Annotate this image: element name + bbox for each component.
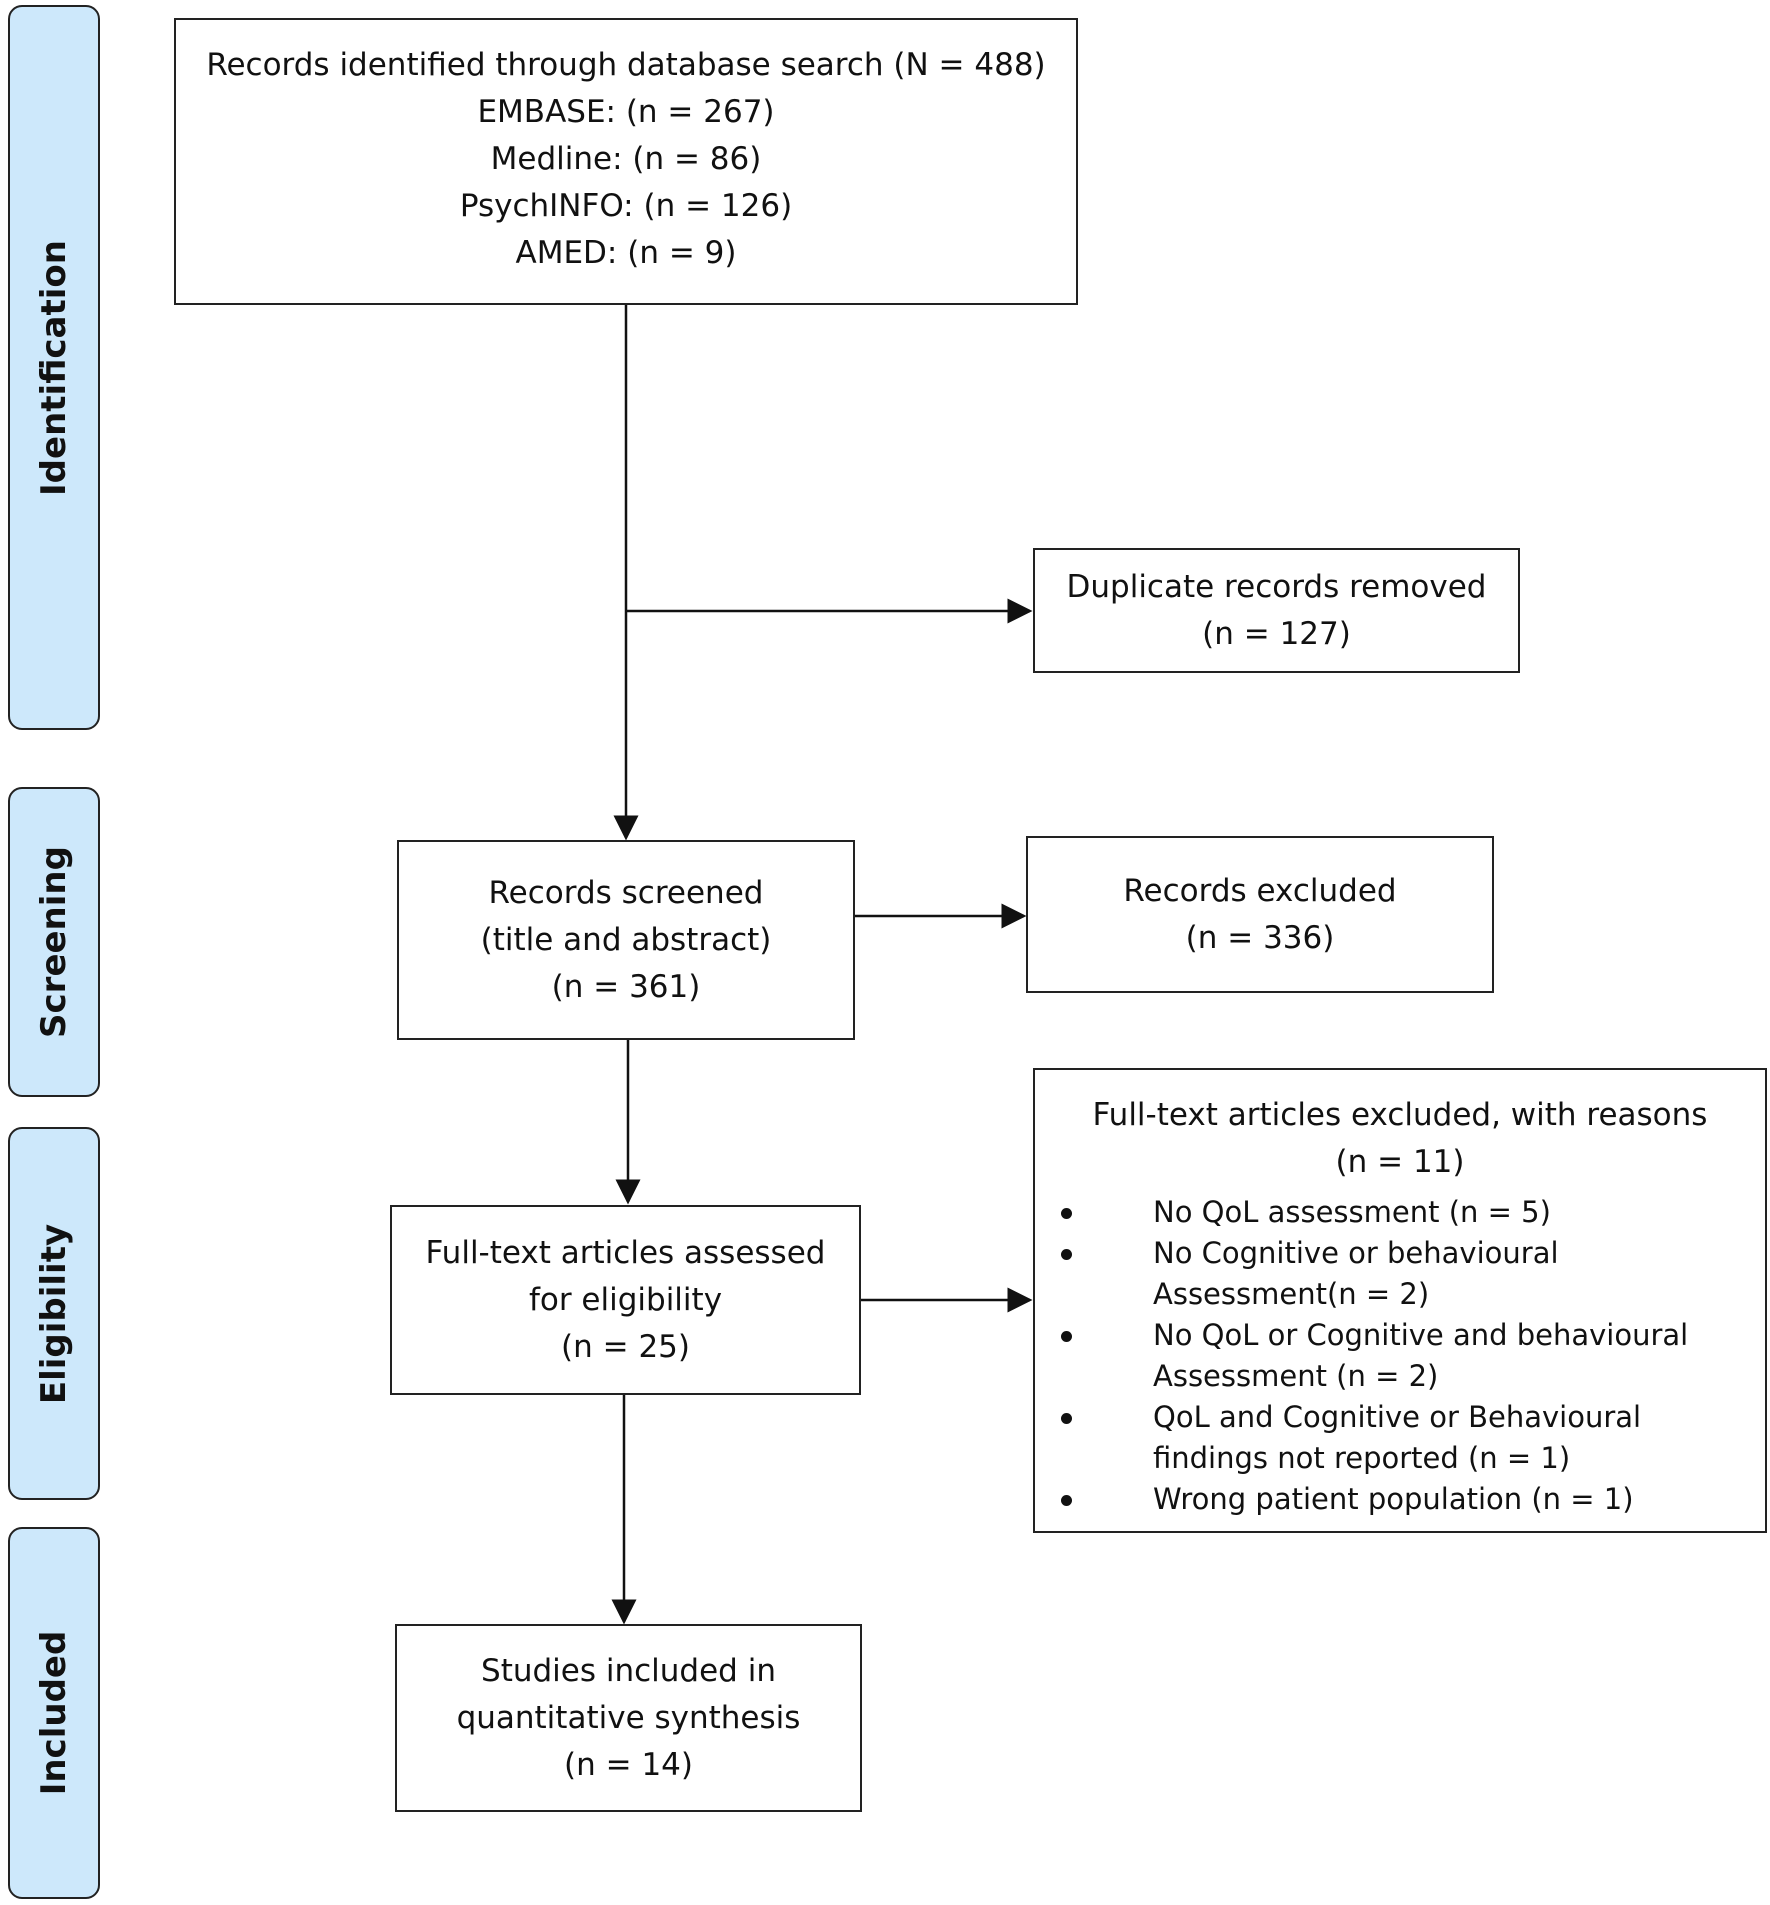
exclusion-reason: No Cognitive or behavioural Assessment(n… bbox=[1035, 1233, 1765, 1315]
duplicates-count: (n = 127) bbox=[1202, 615, 1351, 652]
source-medline: Medline: (n = 86) bbox=[490, 141, 762, 177]
excluded-count: (n = 336) bbox=[1185, 919, 1335, 956]
stage-identification: Identification bbox=[8, 5, 100, 730]
records-identified-box: Records identified through database sear… bbox=[174, 18, 1078, 305]
stage-included: Included bbox=[8, 1527, 100, 1899]
exclusion-reason-text: Wrong patient population (n = 1) bbox=[1153, 1482, 1634, 1516]
exclusion-reasons-list: No QoL assessment (n = 5) No Cognitive o… bbox=[1035, 1192, 1765, 1520]
source-embase: EMBASE: (n = 267) bbox=[477, 94, 775, 130]
exclusion-reason-text: No Cognitive or behavioural Assessment(n… bbox=[1153, 1236, 1559, 1311]
records-excluded-box: Records excluded (n = 336) bbox=[1026, 836, 1494, 993]
fulltext-label: Full-text articles assessed bbox=[425, 1234, 826, 1271]
fulltext-assessed-box: Full-text articles assessed for eligibil… bbox=[390, 1205, 861, 1395]
stage-eligibility: Eligibility bbox=[8, 1127, 100, 1500]
excluded-label: Records excluded bbox=[1123, 872, 1397, 909]
fulltext-count: (n = 25) bbox=[561, 1328, 690, 1365]
included-label: Studies included in bbox=[481, 1652, 776, 1689]
bullet-icon bbox=[1061, 1413, 1072, 1424]
records-identified-total: Records identified through database sear… bbox=[206, 47, 1046, 83]
exclusion-reason: No QoL or Cognitive and behavioural Asse… bbox=[1035, 1315, 1765, 1397]
bullet-icon bbox=[1061, 1495, 1072, 1506]
bullet-icon bbox=[1061, 1249, 1072, 1260]
fulltext-excluded-count: (n = 11) bbox=[1335, 1144, 1465, 1180]
duplicates-label: Duplicate records removed bbox=[1066, 568, 1487, 605]
bullet-icon bbox=[1061, 1208, 1072, 1219]
records-screened-box: Records screened (title and abstract) (n… bbox=[397, 840, 855, 1040]
fulltext-excluded-box: Full-text articles excluded, with reason… bbox=[1033, 1068, 1767, 1533]
studies-included-box: Studies included in quantitative synthes… bbox=[395, 1624, 862, 1812]
exclusion-reason: Wrong patient population (n = 1) bbox=[1035, 1479, 1765, 1520]
screened-label: Records screened bbox=[488, 874, 764, 911]
source-amed: AMED: (n = 9) bbox=[515, 235, 737, 271]
exclusion-reason-text: No QoL or Cognitive and behavioural Asse… bbox=[1153, 1318, 1689, 1393]
fulltext-sublabel: for eligibility bbox=[528, 1281, 723, 1318]
exclusion-reason-text: QoL and Cognitive or Behavioural finding… bbox=[1153, 1400, 1642, 1475]
screened-count: (n = 361) bbox=[551, 968, 701, 1005]
stage-screening: Screening bbox=[8, 787, 100, 1097]
exclusion-reason-text: No QoL assessment (n = 5) bbox=[1153, 1195, 1551, 1229]
included-sublabel: quantitative synthesis bbox=[456, 1699, 801, 1736]
source-psychinfo: PsychINFO: (n = 126) bbox=[459, 188, 793, 224]
duplicates-removed-box: Duplicate records removed (n = 127) bbox=[1033, 548, 1520, 673]
exclusion-reason: QoL and Cognitive or Behavioural finding… bbox=[1035, 1397, 1765, 1479]
exclusion-reason: No QoL assessment (n = 5) bbox=[1035, 1192, 1765, 1233]
screened-sublabel: (title and abstract) bbox=[480, 921, 772, 958]
bullet-icon bbox=[1061, 1331, 1072, 1342]
fulltext-excluded-label: Full-text articles excluded, with reason… bbox=[1092, 1097, 1708, 1133]
included-count: (n = 14) bbox=[564, 1746, 693, 1783]
